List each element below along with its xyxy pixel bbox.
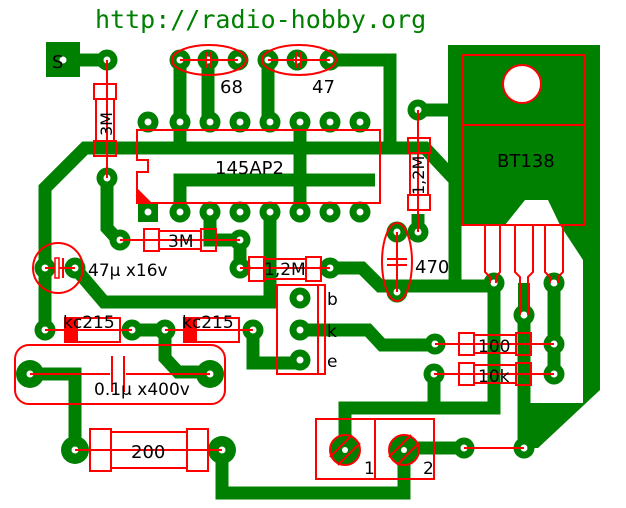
label-470: 470 — [415, 257, 449, 278]
drill-hole — [266, 208, 274, 216]
copper-trace — [246, 330, 300, 370]
screw-slot — [396, 442, 420, 466]
capacitor-0-1u-outline — [14, 344, 226, 405]
label-100: 100 — [478, 337, 510, 357]
triac-copper-area — [448, 45, 600, 448]
capacitor-47-outline — [261, 44, 337, 76]
drill-hole — [144, 118, 152, 126]
drill-hole — [326, 208, 334, 216]
drill-hole — [236, 208, 244, 216]
label-10k: 10k — [478, 367, 510, 387]
label-0-1u: 0.1μ x400v — [94, 380, 190, 400]
label-68: 68 — [220, 77, 243, 98]
label-200: 200 — [131, 442, 165, 463]
drill-hole — [342, 447, 348, 453]
label-3m-vertical: 3M — [97, 112, 116, 136]
site-title: http://radio-hobby.org — [95, 5, 426, 34]
label-diode-1: kc215 — [63, 313, 115, 333]
resistor-3m-vertical — [93, 83, 117, 100]
label-terminal-2: 2 — [423, 459, 434, 479]
drill-hole — [176, 118, 184, 126]
label-1-2m-vertical: 1,2M — [409, 156, 428, 195]
labels: S 3M 68 47 145AP2 3M 1,2M 1,2M 47μ x16v … — [52, 52, 555, 479]
label-1-2m-horizontal: 1,2M — [264, 260, 306, 280]
drill-hole — [296, 326, 304, 334]
drill-hole — [144, 208, 152, 216]
drill-hole — [296, 208, 304, 216]
drill-hole — [59, 56, 67, 64]
label-terminal-1: 1 — [364, 459, 375, 479]
drill-hole — [326, 118, 334, 126]
drill-hole — [356, 118, 364, 126]
drill-hole — [296, 118, 304, 126]
transistor-outline — [276, 284, 326, 375]
copper-trace — [330, 53, 397, 148]
drill-hole — [520, 311, 528, 319]
drill-hole — [176, 208, 184, 216]
drill-hole — [296, 294, 304, 302]
drill-hole — [266, 118, 274, 126]
silkscreen-layer — [14, 44, 586, 480]
screw-slot — [329, 434, 353, 458]
drill-hole — [550, 279, 558, 287]
copper-trace — [38, 141, 462, 330]
copper-trace — [330, 261, 494, 293]
copper-trace — [215, 450, 411, 500]
capacitor-47u-outline — [32, 242, 84, 294]
pin1-marker — [137, 188, 152, 203]
drill-hole — [356, 208, 364, 216]
screw-slot — [337, 442, 361, 466]
label-triac: BT138 — [497, 151, 555, 172]
drill-hole — [206, 208, 214, 216]
triac-outline — [461, 54, 586, 226]
copper-trace — [338, 283, 501, 450]
label-pin-k: k — [327, 322, 337, 342]
drill-hole — [401, 447, 407, 453]
label-diode-2: kc215 — [182, 313, 234, 333]
label-3m-horizontal: 3M — [168, 232, 193, 252]
label-pin-b: b — [327, 290, 338, 310]
copper-trace — [300, 323, 435, 352]
drill-hole — [236, 118, 244, 126]
screw-slot — [388, 434, 412, 458]
drill-hole — [296, 356, 304, 364]
ic-outline — [136, 129, 381, 204]
label-47: 47 — [312, 77, 335, 98]
label-ic: 145AP2 — [215, 158, 284, 179]
label-pin-e: e — [327, 352, 337, 372]
drill-hole — [206, 118, 214, 126]
mounting-hole — [502, 64, 542, 104]
label-47u: 47μ x16v — [88, 261, 168, 281]
copper-trace — [70, 212, 277, 309]
capacitor-470-outline — [381, 222, 413, 302]
capacitor-68-outline — [171, 44, 247, 76]
sensor-label: S — [52, 52, 63, 73]
copper-trace — [173, 173, 375, 212]
copper-trace — [132, 323, 210, 379]
